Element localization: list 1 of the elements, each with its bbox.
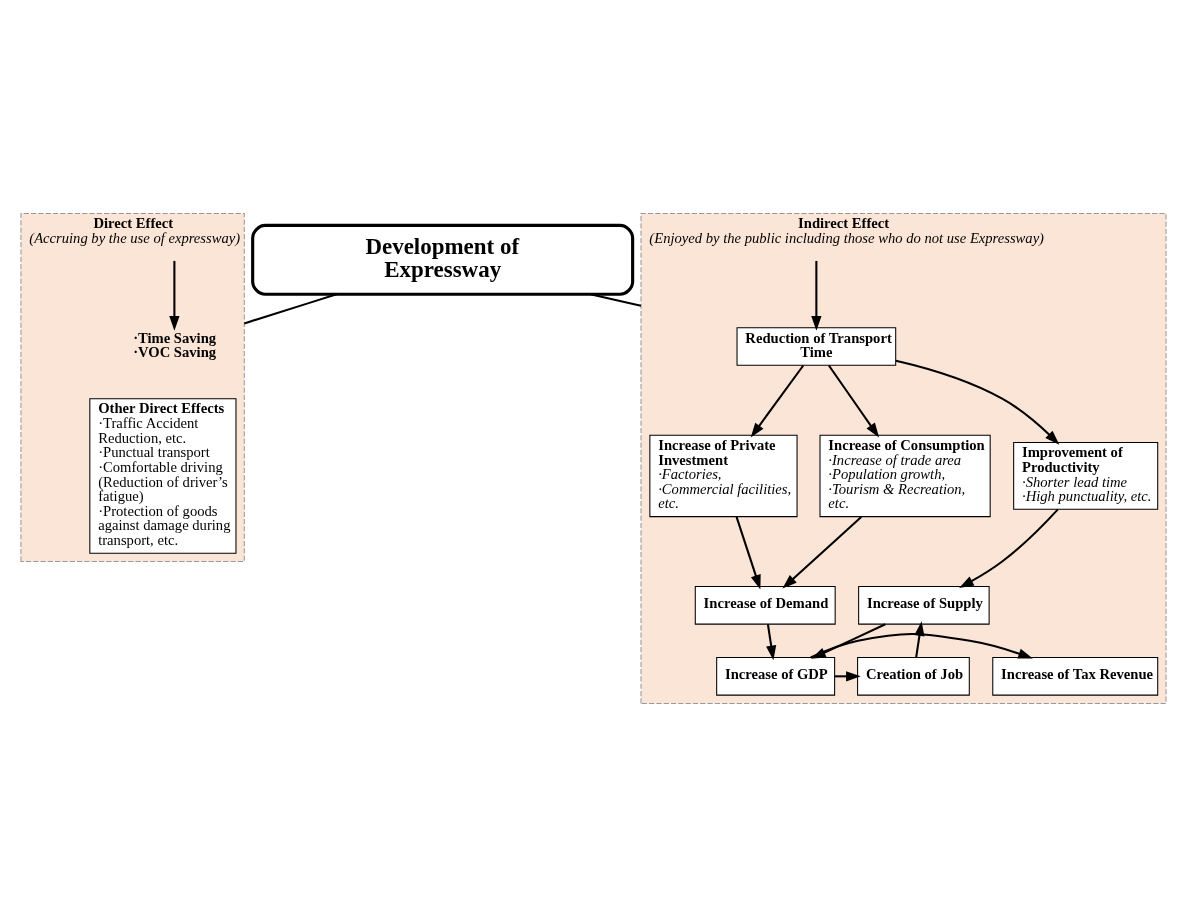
node-text: ·Time Saving ·VOC Saving — [133, 329, 217, 361]
